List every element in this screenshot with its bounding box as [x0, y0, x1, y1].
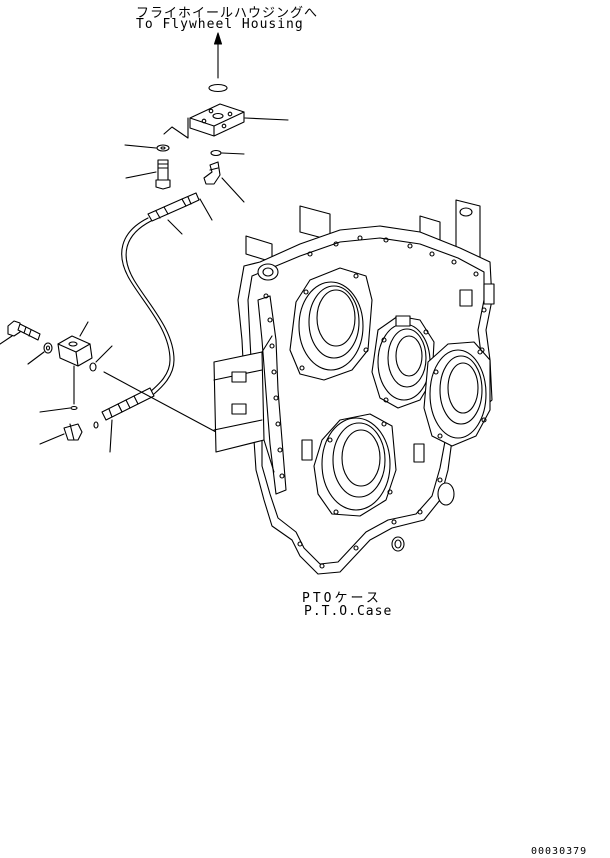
case-label-jp: PTOケース: [302, 591, 382, 606]
bore-top-left: [290, 268, 372, 380]
case-label-en: P.T.O.Case: [304, 604, 393, 619]
lower-washer: [44, 343, 52, 353]
bore-right: [424, 342, 490, 446]
destination-label-jp: フライホイールハウジングへ: [136, 6, 319, 21]
adapter-block: [190, 104, 244, 136]
elbow-fitting-upper: [204, 162, 220, 184]
pto-case: [214, 200, 494, 574]
bore-bottom: [314, 414, 396, 516]
lower-block: [58, 336, 92, 366]
lower-o-ring: [90, 363, 96, 371]
hose: [122, 218, 170, 392]
hose-lower-fitting: [102, 388, 154, 420]
bolt-upper: [156, 160, 170, 189]
drawing-code: 00030379: [531, 846, 588, 857]
direction-arrow: [215, 33, 222, 78]
small-o-ring: [211, 151, 221, 156]
top-o-ring: [209, 85, 227, 92]
washer: [157, 145, 169, 151]
bore-center: [372, 316, 434, 408]
hose-upper-fitting: [148, 193, 199, 221]
elbow-fitting-lower: [64, 424, 82, 440]
destination-label-en: To Flywheel Housing: [136, 17, 304, 32]
drain-boss: [438, 483, 454, 505]
bolt-lower: [8, 321, 40, 340]
